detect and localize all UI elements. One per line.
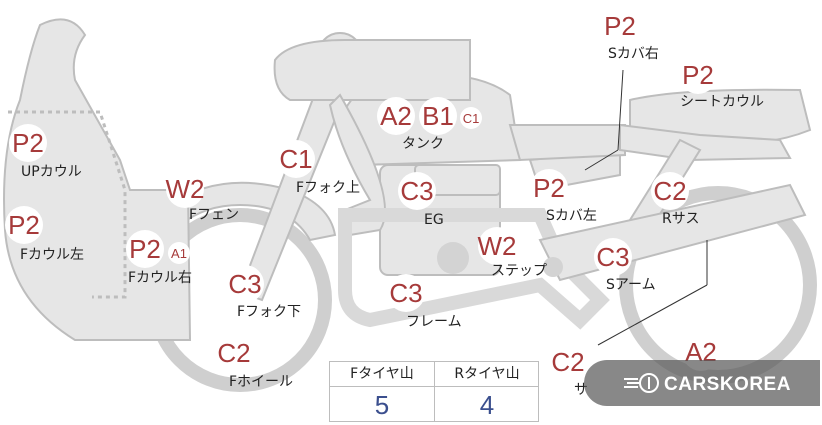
marker-fork-lower: C3 bbox=[226, 265, 264, 303]
front-tread-column: Fタイヤ山 5 bbox=[330, 362, 435, 421]
label-cowl-left: Fカウル左 bbox=[20, 247, 85, 263]
label-cowl-right: Fカウル右 bbox=[128, 270, 193, 286]
label-fender: Fフェン bbox=[189, 207, 240, 223]
marker-eg: C3 bbox=[398, 172, 436, 210]
label-fork-upper: Fフォク上 bbox=[296, 180, 361, 196]
front-tread-header: Fタイヤ山 bbox=[330, 362, 434, 387]
marker-seat-cowl: P2 bbox=[679, 56, 717, 94]
carskorea-logo-icon bbox=[624, 373, 659, 393]
seat-base bbox=[619, 123, 792, 162]
marker-tank-b: B1 bbox=[419, 97, 457, 135]
frame-lower bbox=[338, 208, 610, 330]
marker-swingarm: C3 bbox=[594, 238, 632, 276]
label-step: ステップ bbox=[491, 263, 547, 279]
label-swingarm: Sアーム bbox=[606, 277, 656, 293]
watermark-badge bbox=[584, 360, 820, 406]
marker-tank-c: C1 bbox=[460, 107, 482, 129]
marker-fork-upper: C1 bbox=[277, 140, 315, 178]
marker-fender: W2 bbox=[166, 170, 205, 208]
side-cover-right bbox=[508, 124, 626, 162]
marker-r-sus: C2 bbox=[651, 172, 689, 210]
marker-up-cowl: P2 bbox=[9, 124, 47, 162]
watermark-text: CARSKOREA bbox=[664, 374, 791, 395]
marker-s-cover-left: P2 bbox=[530, 169, 568, 207]
marker-s-cover-right: P2 bbox=[601, 7, 639, 45]
front-tread-value: 5 bbox=[374, 390, 390, 420]
label-eg: EG bbox=[424, 212, 444, 228]
rear-tread-header: Rタイヤ山 bbox=[435, 362, 539, 387]
marker-cowl-right-a: A1 bbox=[168, 242, 190, 264]
label-fork-lower: Fフォク下 bbox=[237, 304, 302, 320]
marker-f-wheel: C2 bbox=[215, 334, 253, 372]
marker-cowl-right-p: P2 bbox=[126, 230, 164, 268]
marker-r-wheel: C2 bbox=[549, 343, 587, 381]
rear-tread-column: Rタイヤ山 4 bbox=[435, 362, 539, 421]
marker-step: W2 bbox=[478, 227, 517, 265]
label-r-sus: Rサス bbox=[662, 211, 700, 227]
tire-tread-table: Fタイヤ山 5 Rタイヤ山 4 bbox=[329, 361, 539, 422]
label-up-cowl: UPカウル bbox=[21, 164, 82, 180]
label-seat-cowl: シートカウル bbox=[680, 94, 764, 110]
label-f-wheel: Fホイール bbox=[229, 374, 294, 390]
marker-cowl-left: P2 bbox=[5, 206, 43, 244]
label-frame: フレーム bbox=[406, 314, 462, 330]
marker-tank-a: A2 bbox=[377, 97, 415, 135]
label-tank: タンク bbox=[402, 136, 444, 152]
marker-frame: C3 bbox=[387, 274, 425, 312]
rear-tread-value: 4 bbox=[479, 390, 495, 420]
meter-block bbox=[273, 39, 471, 101]
label-s-cover-left: Sカバ左 bbox=[546, 208, 597, 224]
label-s-cover-right: Sカバ右 bbox=[608, 46, 659, 62]
